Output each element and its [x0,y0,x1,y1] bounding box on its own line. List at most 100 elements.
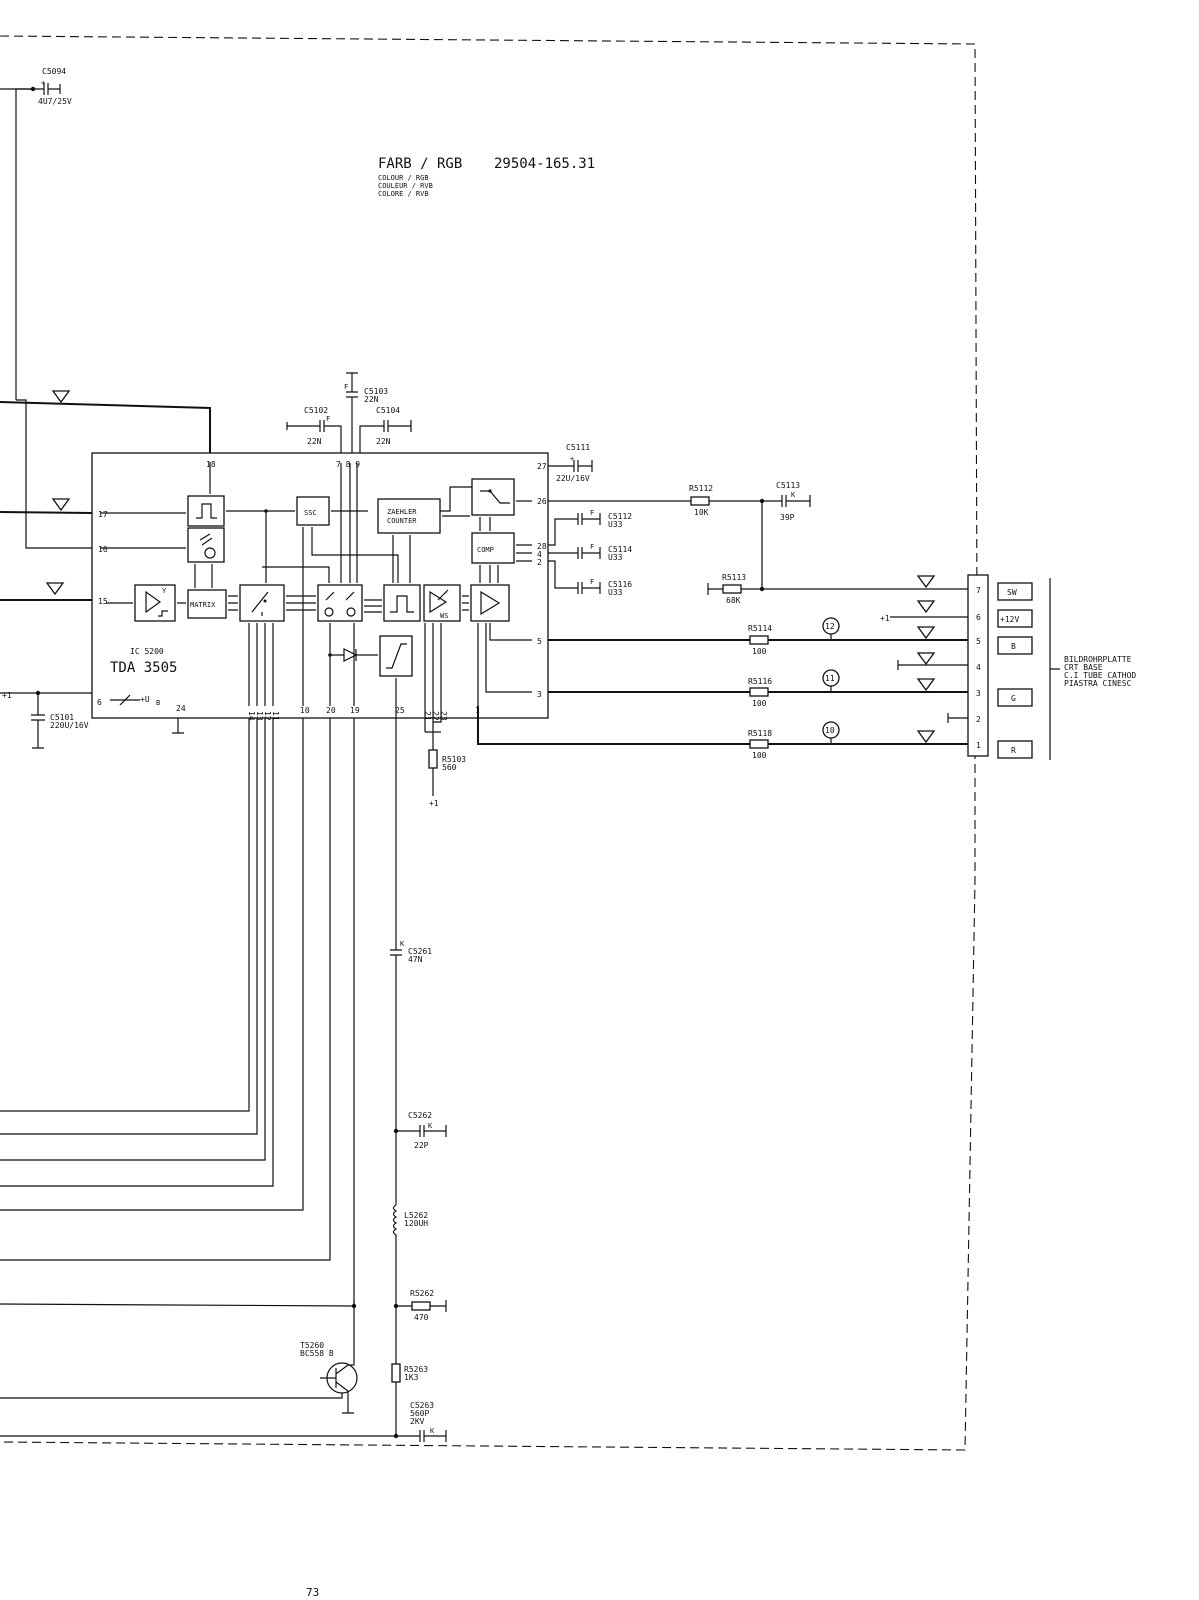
svg-text:C.I TUBE CATHOD: C.I TUBE CATHOD [1064,671,1136,680]
network-r5112-c5113: R5112 10K C5113 39P K R5113 68K [548,481,968,605]
lower-chain: C5261 47N K C5262 22P K L5262 120UH R526… [390,706,447,1442]
title-lang-1: COLOUR / RGB [378,174,429,182]
svg-text:R5263: R5263 [404,1365,428,1374]
title-lang-2: COULEUR / RVB [378,182,433,190]
svg-text:F: F [326,415,330,423]
title-main: FARB / RGB [378,156,462,172]
svg-text:21: 21 [423,711,432,721]
title-code: 29504-165.31 [494,156,595,172]
svg-text:26: 26 [537,497,547,506]
svg-text:K: K [428,1122,433,1130]
svg-text:100: 100 [752,699,767,708]
svg-text:6: 6 [97,698,102,707]
resistor-r5103: R5103 560 +1 [424,706,466,808]
svg-text:R5112: R5112 [689,484,713,493]
svg-text:68K: 68K [726,596,741,605]
svg-text:+U: +U [140,695,150,704]
svg-text:C5114: C5114 [608,545,632,554]
svg-text:6: 6 [976,613,981,622]
svg-text:1: 1 [976,741,981,750]
capacitor-c5101: C5101 220U/16V +1 [2,690,89,749]
svg-text:C5113: C5113 [776,481,800,490]
svg-text:15: 15 [98,597,108,606]
title-lang-3: COLORE / RVB [378,190,429,198]
left-input-lines [0,390,211,694]
svg-text:3: 3 [537,690,542,699]
svg-text:+1: +1 [2,691,12,700]
svg-text:BILDROHRPLATTE: BILDROHRPLATTE [1064,655,1132,664]
svg-text:C5103: C5103 [364,387,388,396]
svg-text:SSC: SSC [304,509,317,517]
svg-text:10K: 10K [694,508,709,517]
svg-text:C5261: C5261 [408,947,432,956]
svg-text:K: K [791,491,796,499]
lower-bus-lines [0,718,396,1437]
page-number: 73 [306,1586,319,1599]
svg-text:22: 22 [431,711,440,721]
svg-text:COMP: COMP [477,546,494,554]
svg-text:22N: 22N [364,395,379,404]
svg-text:SW: SW [1007,588,1017,597]
svg-text:G: G [1011,694,1016,703]
svg-text:220U/16V: 220U/16V [50,721,89,730]
svg-text:4: 4 [537,550,542,559]
svg-text:560P: 560P [410,1409,429,1418]
svg-text:12: 12 [263,711,272,721]
crt-base-label: BILDROHRPLATTE CRT BASE C.I TUBE CATHOD … [1064,655,1136,688]
svg-text:C5262: C5262 [408,1111,432,1120]
svg-text:2KV: 2KV [410,1417,425,1426]
svg-text:2: 2 [976,715,981,724]
svg-text:1K3: 1K3 [404,1373,419,1382]
svg-text:28: 28 [537,542,547,551]
capacitor-c5111: C5111 22U/16V + [548,443,593,483]
svg-text:PIASTRA CINESC: PIASTRA CINESC [1064,679,1132,688]
svg-text:F: F [590,578,594,586]
svg-text:K: K [400,940,405,948]
svg-text:100: 100 [752,751,767,760]
svg-text:23: 23 [439,711,448,721]
svg-text:+: + [570,455,574,463]
title-block: FARB / RGB 29504-165.31 COLOUR / RGB COU… [378,156,595,198]
svg-text:24: 24 [176,704,186,713]
svg-text:C5102: C5102 [304,406,328,415]
svg-text:560: 560 [442,763,457,772]
svg-text:10: 10 [300,706,310,715]
transistor-t5260: T5260 BC558 B [300,1300,358,1414]
svg-text:Y: Y [162,587,167,595]
svg-text:13: 13 [255,711,264,721]
svg-text:16: 16 [98,545,108,554]
capacitor-c5094: C5094 4U7/25V + [0,67,72,400]
svg-text:C5111: C5111 [566,443,590,452]
svg-text:K: K [430,1427,435,1435]
svg-text:C5116: C5116 [608,580,632,589]
svg-text:22P: 22P [414,1141,429,1150]
svg-text:R5116: R5116 [748,677,772,686]
svg-text:C5101: C5101 [50,713,74,722]
svg-text:+1: +1 [880,614,890,623]
svg-text:+1: +1 [429,799,439,808]
svg-text:+12V: +12V [1000,615,1019,624]
svg-text:47N: 47N [408,955,423,964]
ic-type: TDA 3505 [110,660,177,676]
svg-text:4: 4 [976,663,981,672]
svg-text:B: B [1011,642,1016,651]
svg-text:R5262: R5262 [410,1289,434,1298]
svg-text:120UH: 120UH [404,1219,428,1228]
svg-text:R5113: R5113 [722,573,746,582]
svg-text:7 8 9: 7 8 9 [336,460,360,469]
svg-text:100: 100 [752,647,767,656]
svg-text:L5262: L5262 [404,1211,428,1220]
svg-text:C5263: C5263 [410,1401,434,1410]
ic-supply-pin: +U B [110,694,184,734]
svg-text:11: 11 [271,711,280,721]
svg-text:COUNTER: COUNTER [387,517,417,525]
ic-pin-labels: 18 17 16 15 6 24 7 8 9 27 26 28 4 2 5 3 … [97,460,547,721]
svg-text:R: R [1011,746,1016,755]
crt-connector: 7 6 5 4 3 2 1 SW +12V B G R [967,574,1060,760]
svg-text:5: 5 [537,637,542,646]
svg-text:20: 20 [326,706,336,715]
svg-text:+: + [41,79,45,87]
svg-text:3: 3 [976,689,981,698]
svg-text:11: 11 [825,674,835,683]
svg-text:R5118: R5118 [748,729,772,738]
